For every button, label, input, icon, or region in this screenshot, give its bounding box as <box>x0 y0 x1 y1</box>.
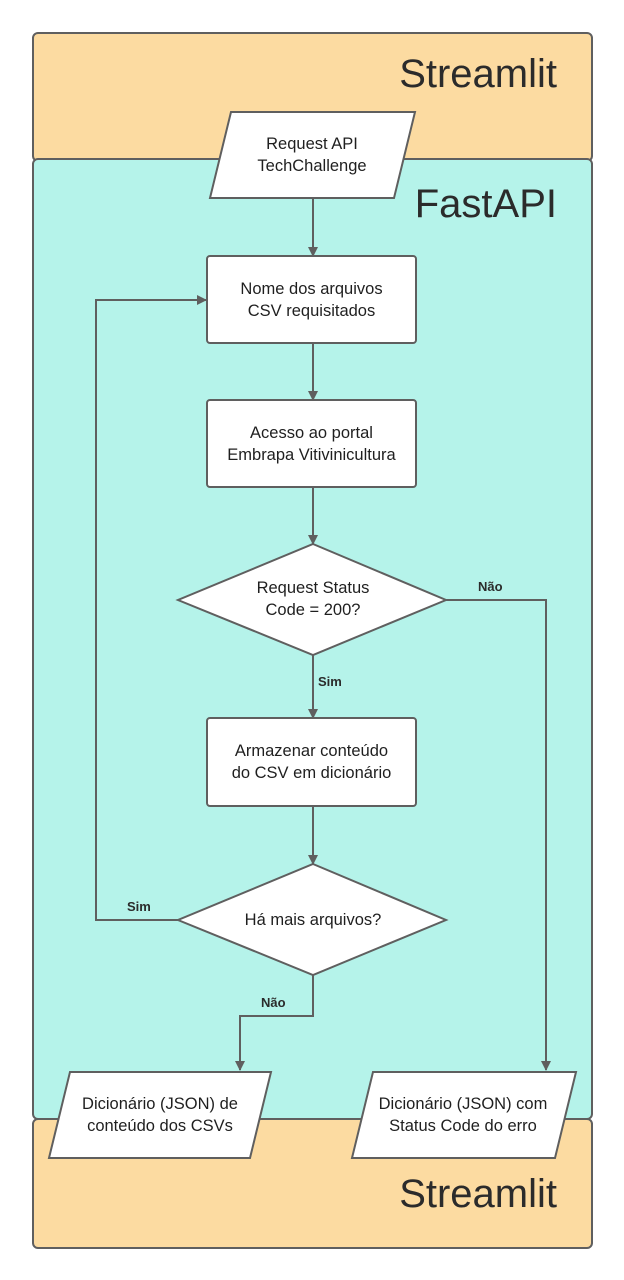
node-result-ok-shape <box>47 1071 273 1159</box>
node-filenames-shape <box>206 255 417 344</box>
node-status-label: Request Status Code = 200? <box>256 579 370 619</box>
node-portal-shape <box>206 399 417 488</box>
arrow-status-no-to-error <box>446 599 551 1071</box>
edge-label-more-yes: Sim <box>127 899 151 914</box>
node-status-shape <box>175 542 449 657</box>
node-store-shape <box>206 717 417 807</box>
edge-label-status-yes: Sim <box>318 674 342 689</box>
swimlane-streamlit-bottom: Streamlit <box>32 1118 593 1249</box>
node-more-files-shape <box>175 862 449 977</box>
lane-title-streamlit-top: Streamlit <box>399 52 557 96</box>
arrow-more-no-to-result <box>235 975 314 1071</box>
edge-label-status-no: Não <box>478 579 503 594</box>
node-result-ok-label: Dicionário (JSON) de conteúdo dos CSVs <box>82 1095 238 1135</box>
node-filenames-label: Nome dos arquivos CSV requisitados <box>240 279 383 320</box>
edge-label-more-no: Não <box>261 995 286 1010</box>
node-result-error-label: Dicionário (JSON) com Status Code do err… <box>378 1095 548 1135</box>
lane-title-streamlit-bottom: Streamlit <box>399 1172 557 1216</box>
node-portal-label: Acesso ao portal Embrapa Vitivinicultura <box>227 423 396 464</box>
node-more-files-label: Há mais arquivos? <box>244 911 382 929</box>
node-store-label: Armazenar conteúdo do CSV em dicionário <box>231 742 392 782</box>
arrow-more-yes-loop-back <box>95 295 207 921</box>
lane-title-fastapi: FastAPI <box>414 182 557 226</box>
node-result-error-shape <box>350 1071 578 1159</box>
node-request-shape <box>208 111 417 199</box>
node-request-label: Request API TechChallenge <box>257 135 367 175</box>
